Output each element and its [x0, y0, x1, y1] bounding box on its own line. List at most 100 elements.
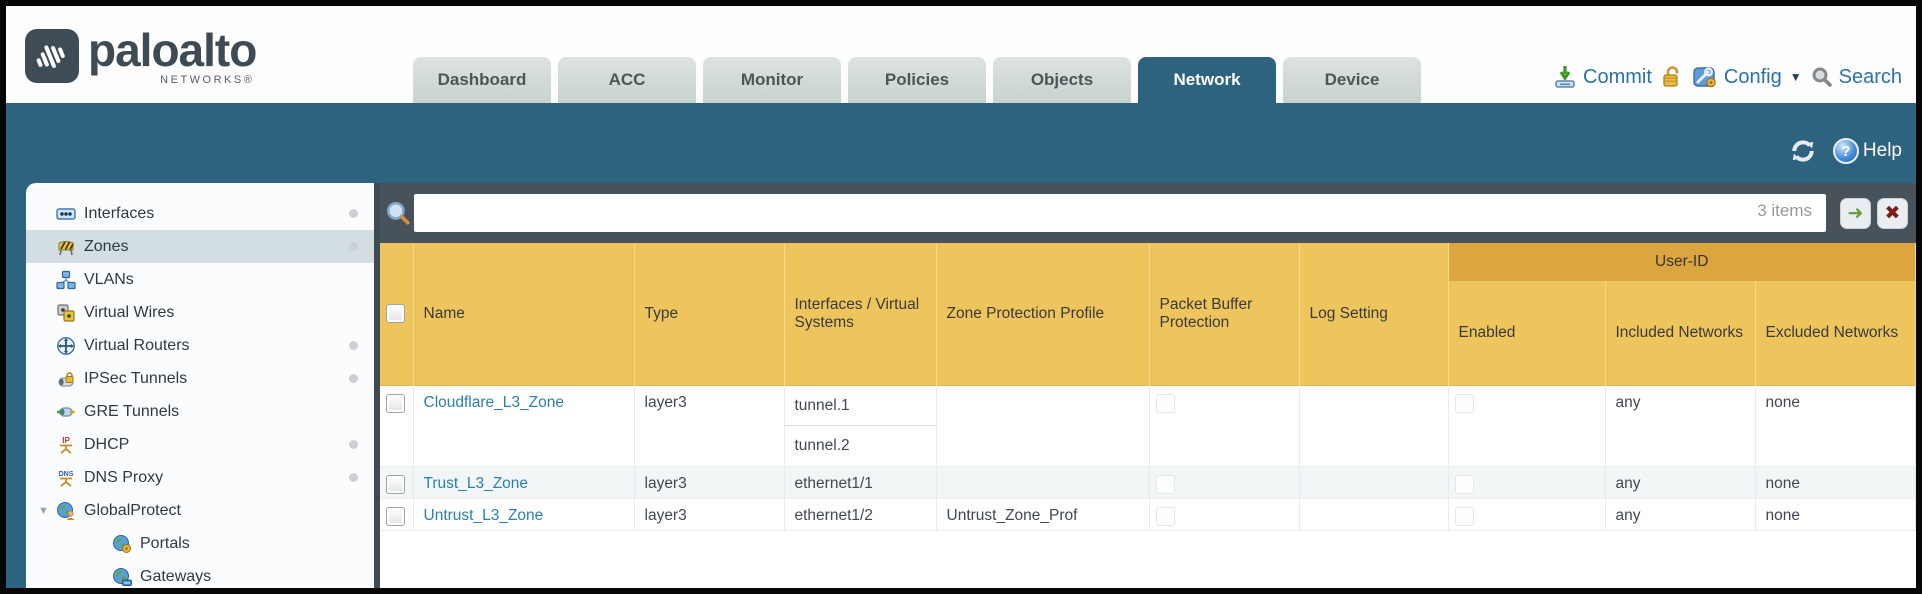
filter-input[interactable]: 3 items	[414, 194, 1826, 232]
portals-icon	[113, 534, 131, 553]
search-label: Search	[1838, 65, 1902, 88]
sidebar-item-label: DNS Proxy	[84, 468, 164, 486]
packet-buffer-checkbox[interactable]	[1155, 474, 1175, 494]
sidebar-item-label: DHCP	[84, 435, 130, 453]
sidebar-item-portals[interactable]: Portals	[26, 527, 374, 560]
sidebar-item-virtual-wires[interactable]: Virtual Wires	[26, 296, 374, 329]
virtual-wires-icon	[57, 303, 75, 322]
sidebar-item-dhcp[interactable]: IP DHCP	[26, 428, 374, 461]
filter-bar: 3 items ➜ ✖	[380, 183, 1916, 243]
sidebar-item-virtual-routers[interactable]: Virtual Routers	[26, 329, 374, 362]
sidebar-item-zones[interactable]: Zones	[26, 230, 374, 263]
sidebar-item-vlans[interactable]: VLANs	[26, 263, 374, 296]
select-all-checkbox[interactable]	[386, 304, 405, 324]
included-networks: any	[1605, 385, 1756, 466]
col-header-log-setting[interactable]: Log Setting	[1299, 243, 1449, 385]
zone-name-link[interactable]: Untrust_L3_Zone	[423, 506, 544, 524]
search-icon	[1812, 67, 1832, 87]
sidebar-item-label: VLANs	[84, 270, 134, 288]
commit-button[interactable]: Commit	[1553, 65, 1652, 89]
items-count: 3 items	[1757, 201, 1812, 220]
sidebar-item-label: IPSec Tunnels	[84, 369, 188, 387]
expand-triangle-icon[interactable]: ▼	[38, 504, 49, 517]
zone-name-link[interactable]: Cloudflare_L3_Zone	[423, 393, 564, 411]
gre-tunnels-icon	[57, 406, 76, 417]
zone-type: layer3	[634, 385, 785, 466]
row-checkbox[interactable]	[386, 393, 405, 413]
col-header-zone-protection[interactable]: Zone Protection Profile	[936, 243, 1150, 385]
zone-name-link[interactable]: Trust_L3_Zone	[423, 474, 529, 492]
dhcp-icon: IP	[60, 436, 72, 454]
packet-buffer-checkbox[interactable]	[1155, 393, 1175, 413]
excluded-networks: none	[1755, 385, 1916, 466]
gateways-icon	[113, 567, 132, 586]
zone-protection-profile	[936, 385, 1150, 466]
commit-label: Commit	[1583, 65, 1652, 88]
brand-subtext: NETWORKS®	[160, 74, 255, 86]
sidebar-item-dns-proxy[interactable]: DNS DNS Proxy	[26, 461, 374, 494]
help-icon: ?	[1832, 138, 1859, 164]
tab-objects[interactable]: Objects	[993, 57, 1131, 103]
tab-policies[interactable]: Policies	[848, 57, 986, 103]
user-id-enabled-checkbox[interactable]	[1454, 474, 1474, 494]
sidebar-item-gre-tunnels[interactable]: GRE Tunnels	[26, 395, 374, 428]
help-button[interactable]: ? Help	[1832, 138, 1902, 164]
refresh-icon[interactable]	[1789, 137, 1817, 165]
col-header-interfaces[interactable]: Interfaces / Virtual Systems	[784, 243, 937, 385]
excluded-networks: none	[1755, 466, 1916, 498]
paloalto-logo-icon	[25, 29, 79, 83]
config-menu[interactable]: Config ▼	[1692, 65, 1802, 89]
commit-icon	[1555, 66, 1575, 88]
item-dot	[349, 440, 358, 449]
clear-filter-button[interactable]: ✖	[1877, 197, 1908, 229]
table-row: Cloudflare_L3_Zone layer3 tunnel.1 tunne…	[380, 385, 1916, 466]
tab-network[interactable]: Network	[1138, 57, 1276, 103]
row-checkbox[interactable]	[386, 474, 405, 494]
included-networks: any	[1605, 498, 1756, 530]
col-header-type[interactable]: Type	[634, 243, 785, 385]
page-header-band: ? Help	[6, 103, 1916, 183]
col-header-packet-buffer[interactable]: Packet Buffer Protection	[1149, 243, 1300, 385]
packet-buffer-checkbox[interactable]	[1155, 506, 1175, 526]
tab-monitor[interactable]: Monitor	[703, 57, 841, 103]
apply-filter-button[interactable]: ➜	[1840, 197, 1871, 229]
row-checkbox[interactable]	[386, 506, 405, 526]
item-dot	[349, 374, 358, 383]
ipsec-tunnels-icon	[58, 371, 74, 387]
col-header-enabled[interactable]: Enabled	[1448, 281, 1606, 385]
tab-device[interactable]: Device	[1283, 57, 1421, 103]
sidebar-item-label: Virtual Routers	[84, 336, 190, 354]
brand-text: paloalto	[88, 24, 257, 76]
tab-dashboard[interactable]: Dashboard	[413, 57, 551, 103]
sidebar-item-gateways[interactable]: Gateways	[26, 560, 374, 588]
sidebar-item-label: Interfaces	[84, 204, 155, 222]
included-networks: any	[1605, 466, 1756, 498]
log-setting	[1299, 498, 1449, 530]
col-header-excluded-networks[interactable]: Excluded Networks	[1755, 281, 1916, 385]
global-search[interactable]: Search	[1811, 66, 1902, 89]
zone-interfaces: ethernet1/2	[784, 498, 937, 530]
col-header-included-networks[interactable]: Included Networks	[1605, 281, 1756, 385]
user-id-enabled-checkbox[interactable]	[1454, 506, 1474, 526]
sidebar-item-globalprotect[interactable]: ▼ GlobalProtect	[26, 494, 374, 527]
zones-panel: 3 items ➜ ✖	[380, 183, 1916, 588]
sidebar-item-label: Gateways	[140, 567, 212, 585]
sidebar-item-label: Zones	[84, 237, 129, 255]
tab-acc[interactable]: ACC	[558, 57, 696, 103]
log-setting	[1299, 385, 1449, 466]
lock-icon[interactable]	[1661, 65, 1683, 89]
table-row: Untrust_L3_Zone layer3 ethernet1/2 Untru…	[380, 498, 1916, 530]
globalprotect-icon	[57, 501, 75, 520]
content-area: Interfaces Zones VLANs	[6, 183, 1916, 588]
filter-search-icon[interactable]	[385, 200, 411, 226]
zones-icon	[58, 240, 74, 255]
excluded-networks: none	[1755, 498, 1916, 530]
col-header-name[interactable]: Name	[413, 243, 635, 385]
user-id-enabled-checkbox[interactable]	[1454, 393, 1474, 413]
vlans-icon	[56, 270, 76, 289]
sidebar-item-ipsec-tunnels[interactable]: IPSec Tunnels	[26, 362, 374, 395]
sidebar-item-interfaces[interactable]: Interfaces	[26, 197, 374, 230]
main-nav-tabs: Dashboard ACC Monitor Policies Objects N…	[413, 57, 1428, 103]
config-caret-icon: ▼	[1789, 70, 1802, 84]
